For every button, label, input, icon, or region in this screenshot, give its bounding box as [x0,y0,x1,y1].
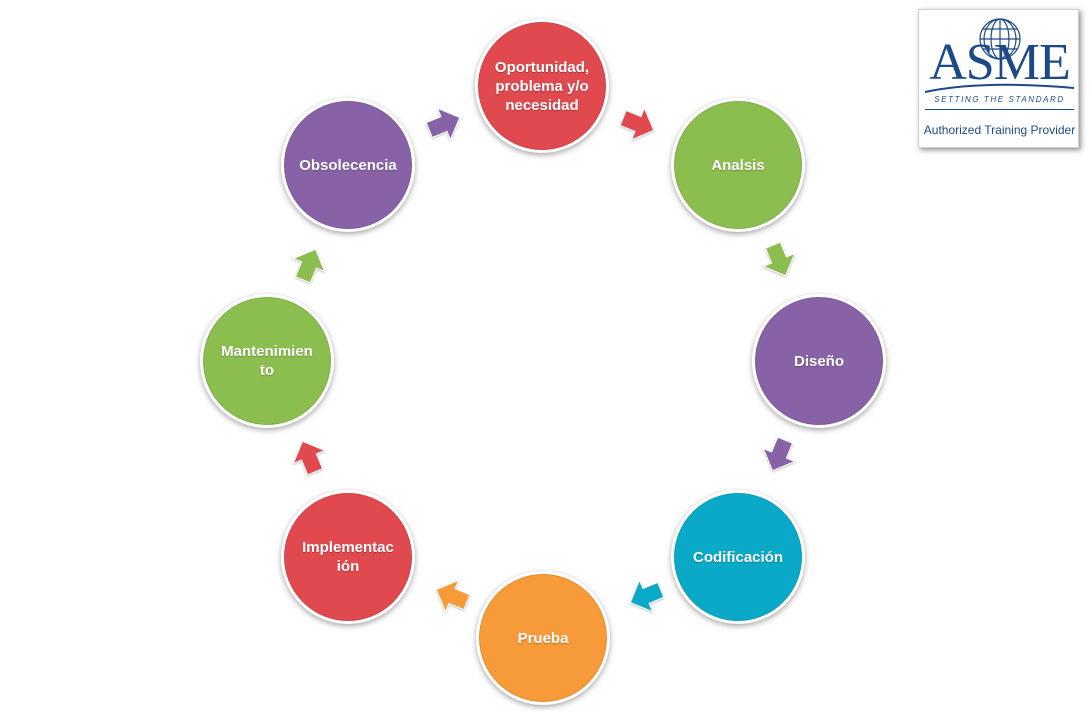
node-label-implementacion: Implementac ión [302,539,394,575]
node-oportunidad: Oportunidad, problema y/o necesidad [475,19,609,153]
node-label-analsis: Analsis [711,156,765,174]
node-label-diseno: Diseño [793,352,844,370]
arrow-oportunidad-to-analsis-icon [618,104,658,144]
asme-wordmark: ASME [929,34,1070,91]
arrow-implementacion-to-mantenimiento-icon [289,437,329,477]
node-diseno: Diseño [752,294,886,428]
node-label-oportunidad: Oportunidad, problema y/o necesidad [494,58,590,114]
node-label-mantenimiento: Mantenimien to [221,343,313,379]
node-prueba: Prueba [476,571,610,705]
divider [925,109,1074,110]
node-obsolecencia: Obsolecencia [281,98,415,232]
node-implementacion: Implementac ión [281,490,415,624]
arrow-shape [629,578,665,613]
arrow-codificacion-to-prueba-icon [626,576,666,616]
asme-logo: ASME SETTING THE STANDARD Authorized Tra… [918,9,1079,148]
node-analsis: Analsis [671,98,805,232]
arrow-shape [435,579,471,614]
node-mantenimiento: Mantenimien to [200,294,334,428]
asme-provider-label: Authorized Training Provider [923,123,1076,137]
asme-tagline: SETTING THE STANDARD [934,95,1065,104]
arrow-analsis-to-diseno-icon [759,240,799,280]
arrow-shape [425,107,461,142]
node-label-obsolecencia: Obsolecencia [299,156,397,174]
node-label-codificacion: Codificación [692,548,783,566]
arrow-mantenimiento-to-obsolecencia-icon [289,245,329,285]
arrow-shape [761,241,796,277]
arrow-shape [291,248,326,284]
globe-icon [979,18,1021,60]
node-label-prueba: Prueba [517,629,569,647]
arrow-shape [292,440,327,476]
arrow-obsolecencia-to-oportunidad-icon [424,104,464,144]
swoosh-icon [924,83,1075,93]
arrow-diseno-to-codificacion-icon [759,435,799,475]
arrow-prueba-to-implementacion-icon [432,576,472,616]
node-codificacion: Codificación [671,490,805,624]
arrow-shape [762,436,797,472]
arrow-shape [619,106,655,141]
